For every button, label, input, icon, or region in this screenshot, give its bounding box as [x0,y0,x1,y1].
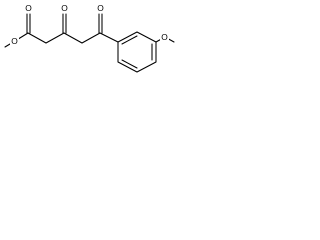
ester-carbonyl-oxygen-label: O [25,3,32,13]
atom-label-layer: O O O O O [10,3,169,46]
molecule-svg: O O O O O [4,3,175,73]
ketone-oxygen-1-label: O [61,3,68,13]
benzene-ring [117,31,157,73]
bond-ch2-ketone2 [81,32,101,44]
ketone-oxygen-1-atom: O [60,3,69,13]
ester-ether-oxygen-label: O [11,36,18,46]
bond-ketone1-ch2 [63,32,83,44]
methoxy-oxygen-label: O [161,32,168,42]
bond-ketone2-ring [99,32,119,43]
bond-ester-carbonyl-ch2 [27,32,47,44]
ester-ether-oxygen-atom: O [10,36,19,46]
ester-carbonyl-oxygen-atom: O [24,3,33,13]
aromatic-double-bond-3 [121,59,138,69]
structure-diagram: O O O O O [0,0,177,73]
ketone-oxygen-2-atom: O [96,3,105,13]
ketone-oxygen-2-label: O [97,3,104,13]
bond-layer [4,13,175,73]
bond-ch2-ketone1 [45,32,65,44]
methoxy-oxygen-atom: O [160,32,169,42]
aromatic-double-bond-1 [121,35,138,45]
